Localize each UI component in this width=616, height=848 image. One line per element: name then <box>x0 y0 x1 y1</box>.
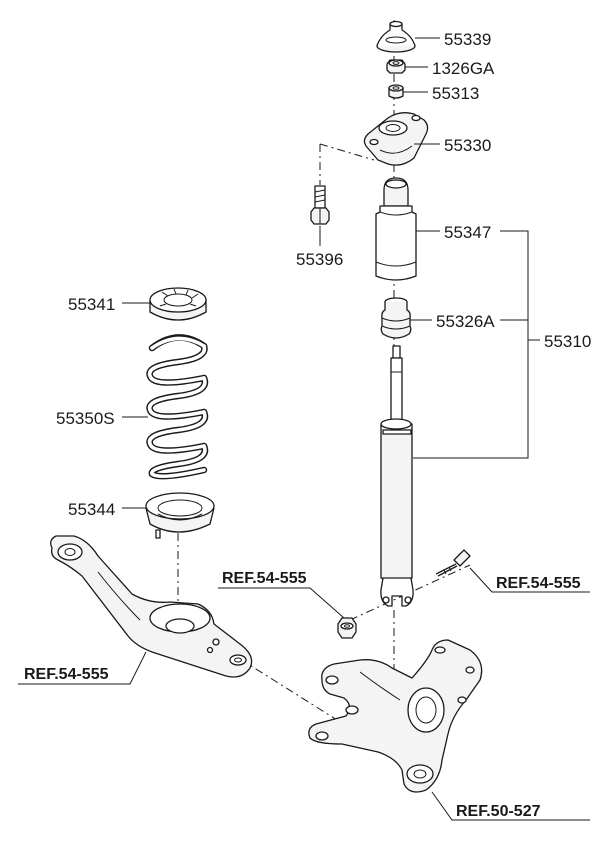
small-bushing-part <box>388 84 404 99</box>
label-dust-cover: 55347 <box>444 223 491 242</box>
label-top-mount-cap: 55339 <box>444 30 491 49</box>
leader-lines <box>18 37 590 821</box>
lower-spring-pad-part <box>145 492 215 539</box>
label-coil-spring: 55350S <box>56 409 115 428</box>
bolt-part <box>310 185 330 225</box>
reference-labels: REF.54-555 REF.54-555 REF.54-555 REF.50-… <box>24 570 581 820</box>
upper-spring-pad-part <box>149 287 207 321</box>
bump-stopper-part <box>380 297 412 339</box>
label-mount-bracket: 55330 <box>444 136 491 155</box>
knuckle-part <box>308 639 483 793</box>
knuckle-nut-part <box>337 617 357 639</box>
mount-bolt-part <box>435 549 471 577</box>
top-mount-cap-part <box>376 20 416 53</box>
ref-label-left: REF.54-555 <box>24 666 109 683</box>
label-shock-absorber-assy: 55310 <box>544 332 591 351</box>
ref-label-right: REF.54-555 <box>496 575 581 592</box>
mount-bracket-part <box>363 112 429 166</box>
lower-arm-part <box>50 535 253 678</box>
ref-label-mid: REF.54-555 <box>222 570 307 587</box>
label-lower-spring-pad: 55344 <box>68 500 115 519</box>
label-bolt: 55396 <box>296 250 343 269</box>
shock-absorber-part <box>380 345 414 607</box>
dust-cover-part <box>375 177 417 281</box>
ref-label-bottom: REF.50-527 <box>456 803 541 820</box>
coil-spring-part <box>146 334 209 480</box>
label-bump-stopper: 55326A <box>436 312 495 331</box>
part-labels: 55339 1326GA 55313 55330 55396 55347 553… <box>56 30 591 519</box>
top-nut-part <box>386 59 406 74</box>
label-bushing-small: 55313 <box>432 84 479 103</box>
label-nut-top: 1326GA <box>432 59 495 78</box>
label-upper-spring-pad: 55341 <box>68 295 115 314</box>
